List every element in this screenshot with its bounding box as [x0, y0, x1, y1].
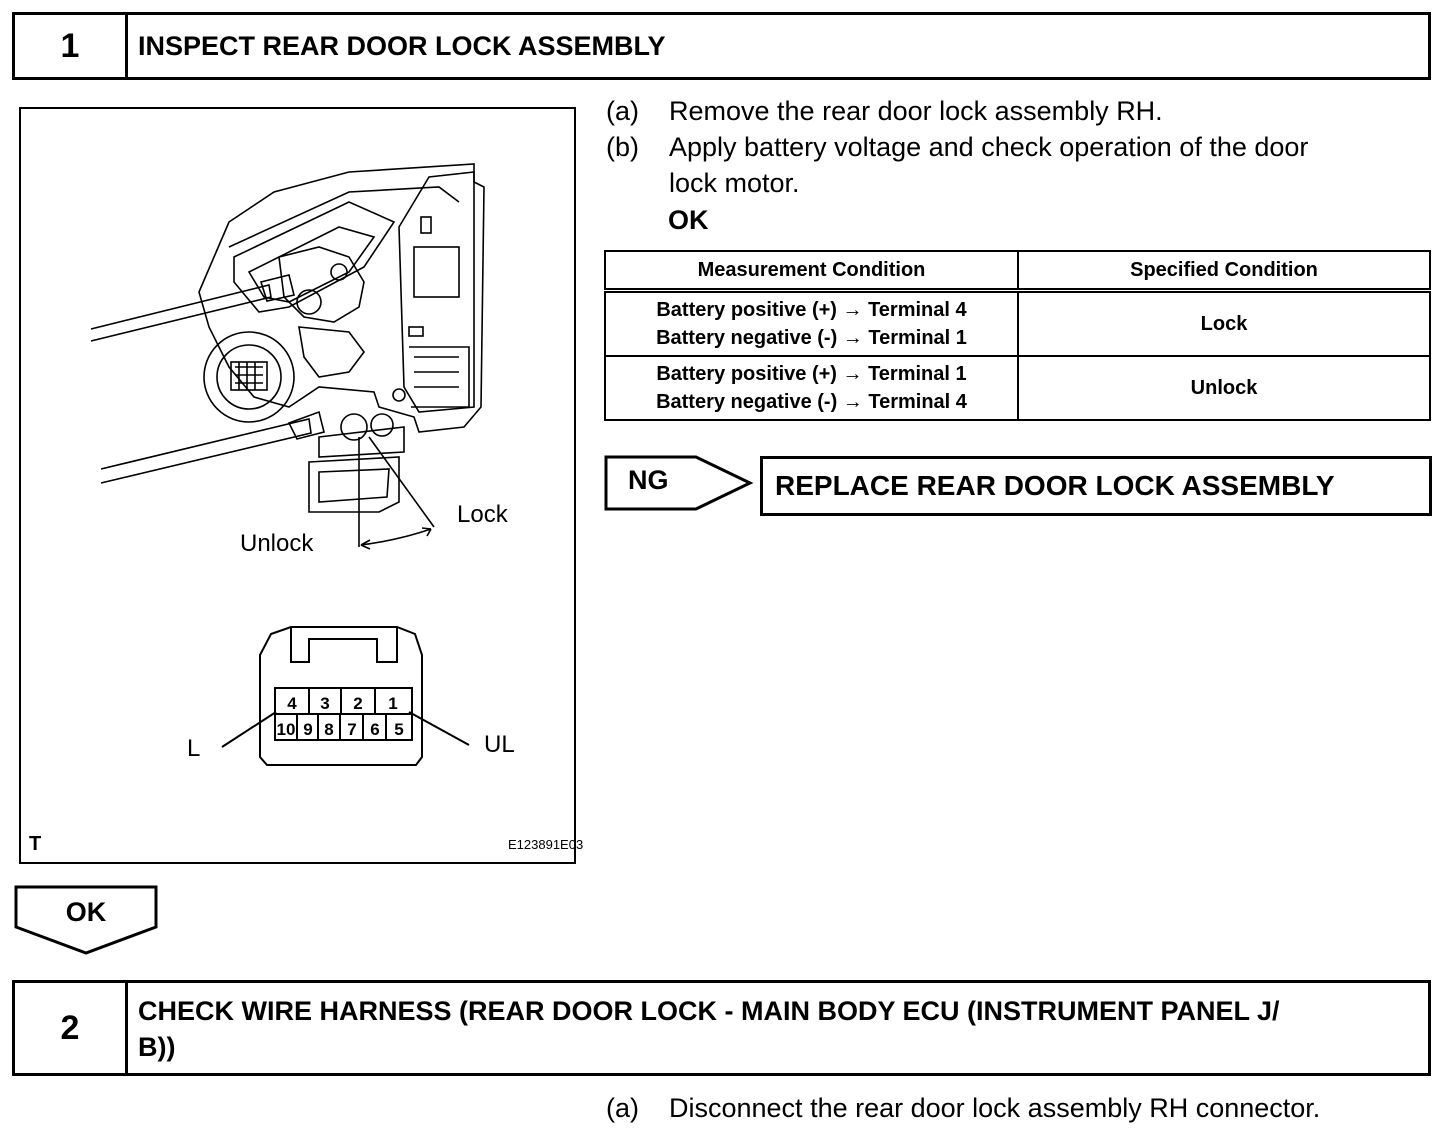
l-terminal-label: L [187, 735, 200, 762]
step-2-title-line-2: B)) [138, 1032, 176, 1062]
pin-10: 10 [277, 720, 296, 739]
lock-label: Lock [457, 501, 509, 528]
header-specified-condition: Specified Condition [1017, 250, 1431, 293]
header-measurement-condition: Measurement Condition [604, 250, 1019, 293]
table-header-row: Measurement Condition Specified Conditio… [604, 250, 1431, 293]
step-2-instruction-a: (a) Disconnect the rear door lock assemb… [606, 1090, 1436, 1126]
table-row: Battery positive (+) → Terminal 1 Batter… [604, 355, 1431, 421]
step-1-header: 1 INSPECT REAR DOOR LOCK ASSEMBLY [12, 12, 1431, 80]
ng-action-box: REPLACE REAR DOOR LOCK ASSEMBLY [760, 456, 1432, 516]
pin-7: 7 [347, 720, 356, 739]
instruction-a-label: (a) [606, 96, 639, 126]
unlock-label: Unlock [240, 530, 314, 557]
instruction-b-line-2: lock motor. [669, 168, 800, 198]
instruction-b-line-1: Apply battery voltage and check operatio… [669, 132, 1309, 162]
connector-diagram [221, 626, 470, 766]
pin-2: 2 [353, 694, 362, 713]
door-lock-figure: Lock Unlock 4 3 2 1 10 9 8 7 6 5 [19, 107, 583, 864]
door-lock-illustration: Lock Unlock 4 3 2 1 10 9 8 7 6 5 [29, 163, 583, 855]
pin-4: 4 [287, 694, 297, 713]
instruction-a: (a) Remove the rear door lock assembly R… [606, 93, 1436, 129]
ul-terminal-label: UL [484, 731, 515, 758]
condition-line: Battery negative (-) → Terminal 4 [656, 391, 967, 413]
condition-cell: Battery positive (+) → Terminal 4 Batter… [604, 289, 1019, 357]
step-2-number: 2 [15, 983, 128, 1073]
condition-line: Battery negative (-) → Terminal 1 [656, 327, 967, 349]
pin-5: 5 [394, 720, 403, 739]
step-1-title: INSPECT REAR DOOR LOCK ASSEMBLY [138, 31, 666, 61]
ng-arrow-shape [604, 455, 754, 511]
pin-3: 3 [320, 694, 329, 713]
ng-arrow: NG [604, 455, 754, 511]
step-2-title-line-1: CHECK WIRE HARNESS (REAR DOOR LOCK - MAI… [138, 996, 1280, 1026]
instruction-b: (b) Apply battery voltage and check oper… [606, 129, 1436, 201]
instruction-a-text: Remove the rear door lock assembly RH. [669, 96, 1163, 126]
ok-arrow-shape [14, 885, 158, 955]
t-mark: T [29, 833, 41, 855]
ok-label: OK [65, 897, 107, 927]
table-row: Battery positive (+) → Terminal 4 Batter… [604, 289, 1431, 357]
pin-8: 8 [324, 720, 333, 739]
pin-6: 6 [370, 720, 379, 739]
ok-arrow: OK [14, 885, 158, 957]
ok-standard-label: OK [668, 205, 709, 235]
condition-cell: Battery positive (+) → Terminal 1 Batter… [604, 355, 1019, 421]
specification-table: Measurement Condition Specified Conditio… [604, 250, 1431, 421]
result-cell: Lock [1017, 289, 1431, 357]
condition-line: Battery positive (+) → Terminal 4 [656, 299, 967, 321]
step-2-header: 2 CHECK WIRE HARNESS (REAR DOOR LOCK - M… [12, 980, 1431, 1076]
step-2-instruction-a-text: Disconnect the rear door lock assembly R… [669, 1093, 1321, 1123]
instruction-b-label: (b) [606, 132, 639, 162]
condition-line: Battery positive (+) → Terminal 1 [656, 363, 967, 385]
result-cell: Unlock [1017, 355, 1431, 421]
ng-label: NG [628, 465, 669, 495]
pin-9: 9 [303, 720, 312, 739]
figure-id: E123891E03 [508, 837, 583, 852]
step-1-number: 1 [15, 15, 128, 77]
step-2-instruction-a-label: (a) [606, 1093, 639, 1123]
pin-1: 1 [388, 694, 397, 713]
